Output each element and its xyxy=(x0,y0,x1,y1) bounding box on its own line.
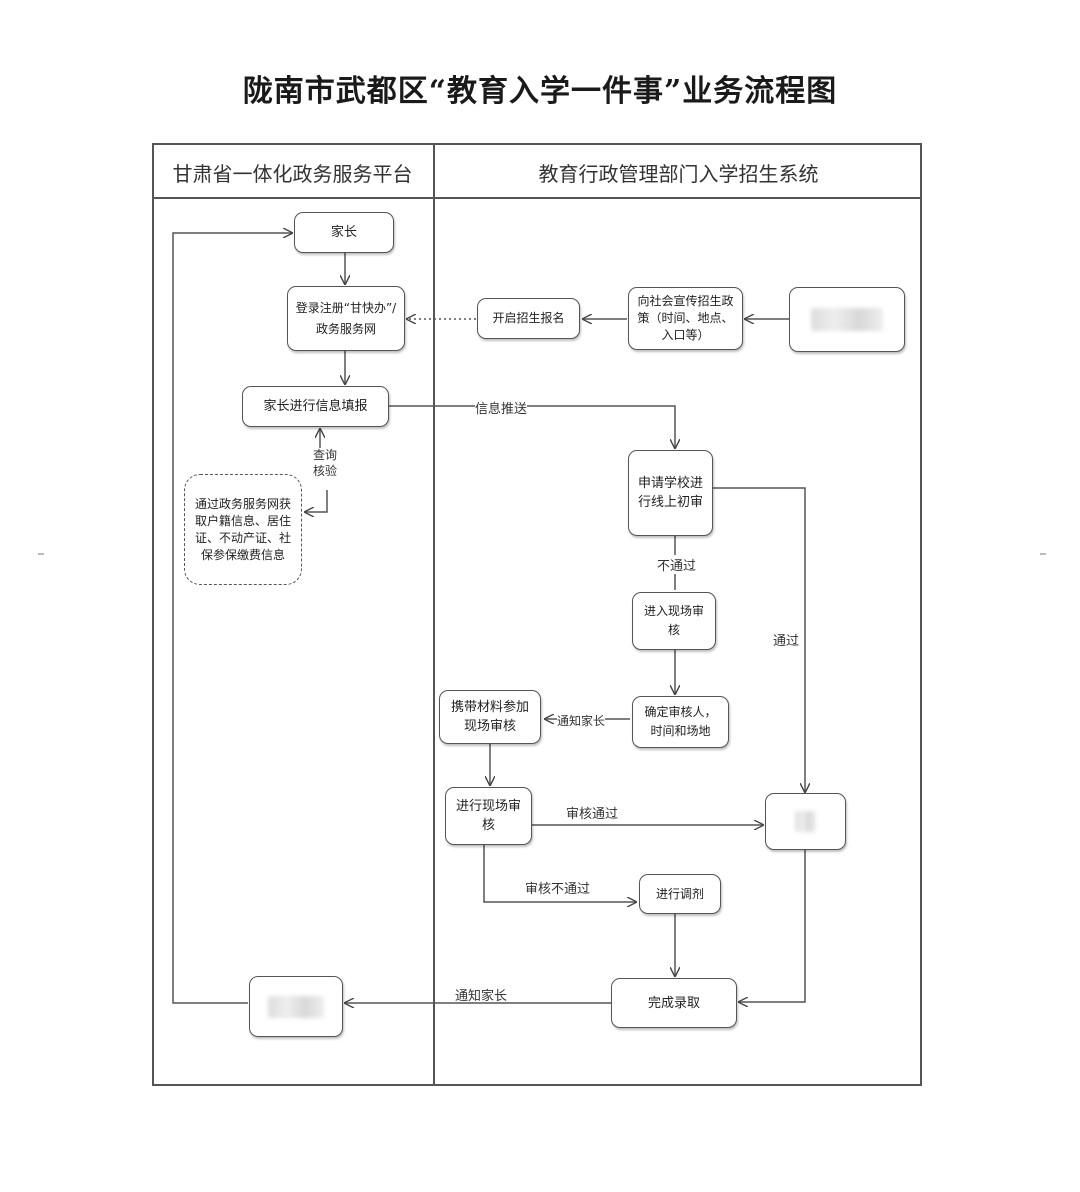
page-title: 陇南市武都区“教育入学一件事”业务流程图 xyxy=(242,74,838,109)
label-review-fail: 审核不通过 xyxy=(525,878,591,897)
node-fill-info: 家长进行信息填报 xyxy=(242,386,389,427)
scan-mark-left xyxy=(38,553,44,555)
node-publicize: 向社会宣传招生政策（时间、地点、入口等） xyxy=(628,287,743,350)
arrow-review-fail xyxy=(483,845,636,902)
node-set-reviewer: 确定审核人，时间和场地 xyxy=(632,696,729,748)
node-blurred-right xyxy=(765,793,846,850)
flowchart-frame xyxy=(152,143,922,1086)
node-blurred-source xyxy=(789,287,905,352)
label-pass: 通过 xyxy=(773,630,800,649)
lane-title-left: 甘肃省一体化政务服务平台 xyxy=(172,162,413,186)
arrow-right-to-complete xyxy=(739,850,806,1002)
arrow-gov-data xyxy=(305,490,328,512)
node-apply-online: 申请学校进行线上初审 xyxy=(628,450,713,536)
lane-divider xyxy=(433,143,435,1086)
node-open-signup: 开启招生报名 xyxy=(477,298,580,339)
scan-mark-right xyxy=(1040,553,1046,555)
label-review-pass: 审核通过 xyxy=(566,803,619,822)
label-notify-parent-2: 通知家长 xyxy=(455,989,508,1004)
arrow-loop-back-to-parent xyxy=(172,233,292,1004)
node-gov-data: 通过政务服务网获取户籍信息、居住证、不动产证、社保参保缴费信息 xyxy=(184,474,302,585)
arrow-info-push xyxy=(389,405,675,448)
label-query-verify: 查询核验 xyxy=(312,448,337,478)
node-parent: 家长 xyxy=(294,212,394,253)
node-blurred-left xyxy=(249,976,343,1037)
header-divider xyxy=(152,197,922,199)
label-notify-parent-1: 通知家长 xyxy=(557,712,606,729)
node-adjust: 进行调剂 xyxy=(639,874,721,914)
node-login: 登录注册“甘快办”/政务服务网 xyxy=(287,286,405,351)
arrow-pass xyxy=(713,487,805,792)
node-do-onsite: 进行现场审核 xyxy=(445,787,532,845)
label-not-pass: 不通过 xyxy=(657,555,697,574)
label-info-push: 信息推送 xyxy=(475,398,528,417)
node-onsite-review: 进入现场审核 xyxy=(632,592,716,650)
node-bring-materials: 携带材料参加现场审核 xyxy=(439,690,541,744)
lane-title-right: 教育行政管理部门入学招生系统 xyxy=(538,162,819,186)
node-complete: 完成录取 xyxy=(611,978,737,1028)
